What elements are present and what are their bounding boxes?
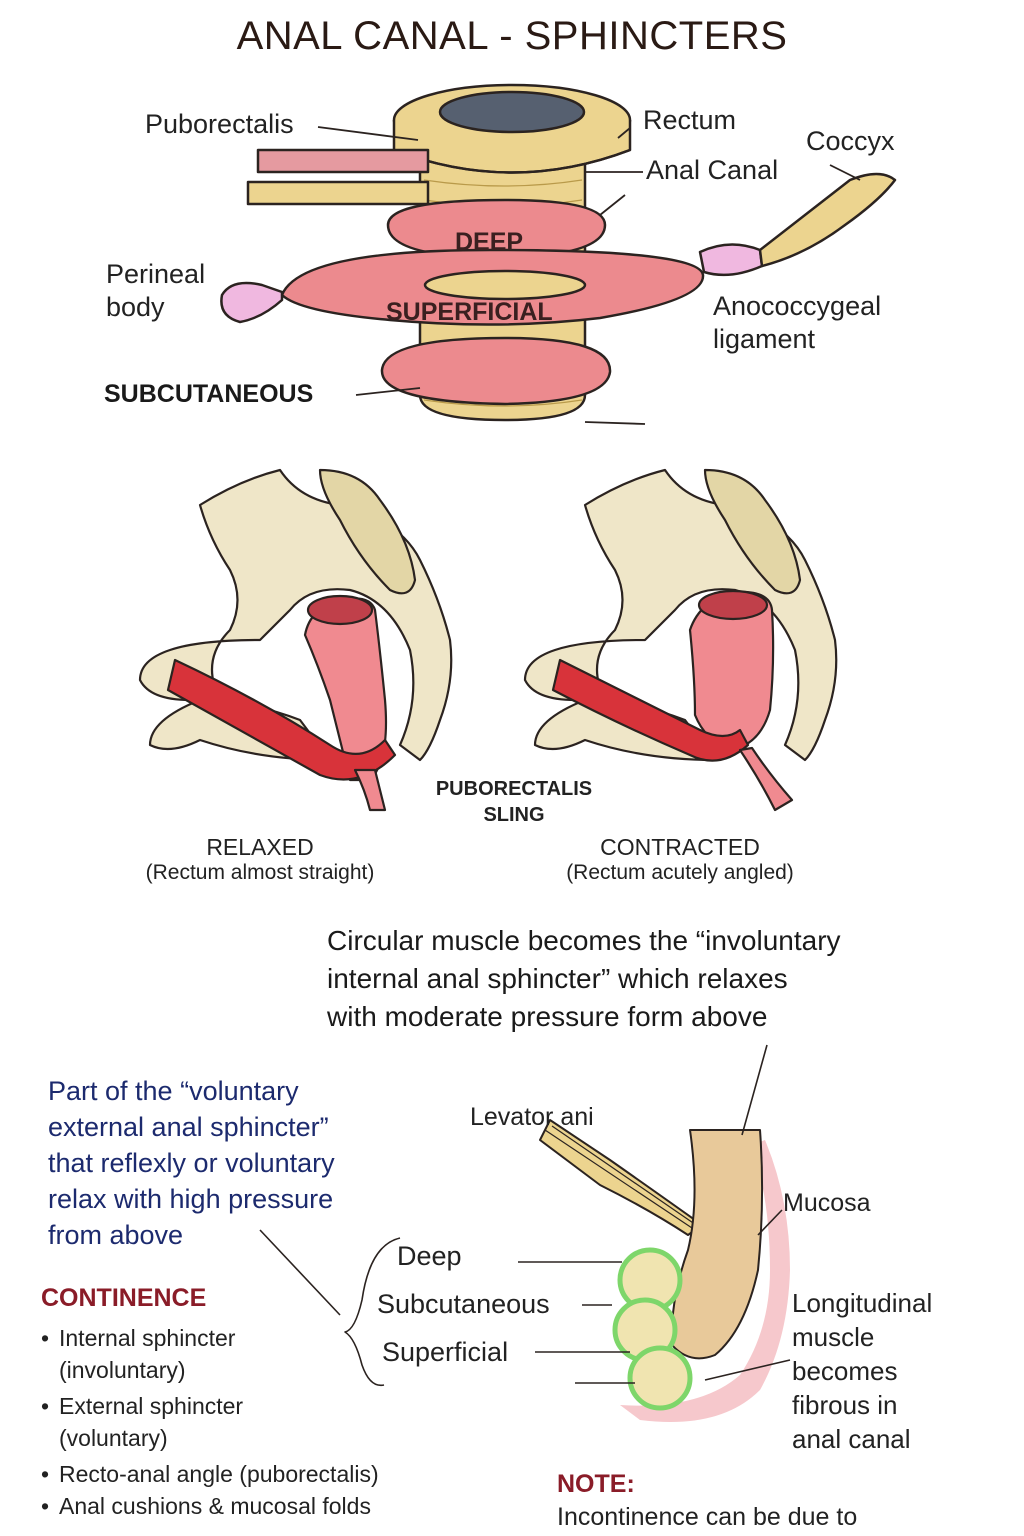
list-item: Recto-anal angle (puborectalis) [41, 1458, 461, 1490]
sphincter-circles [612, 1247, 693, 1411]
contracted-pelvis-bone [523, 468, 838, 762]
continence-list: Internal sphincter(involuntary) External… [41, 1322, 461, 1522]
perineal-body-label: Perineal body [106, 259, 206, 322]
anal-canal-label: Anal Canal [646, 155, 779, 185]
list-item: Anal cushions & mucosal folds [41, 1490, 461, 1522]
sphincter-cylinder-diagram [220, 83, 897, 425]
relaxed-sacrum [318, 468, 417, 595]
relaxed-caption: RELAXED (Rectum almost straight) [145, 834, 375, 884]
perineal-body [220, 281, 284, 324]
longitudinal-muscle-label: Longitudinal muscle becomes fibrous in a… [792, 1288, 933, 1454]
levator-ani-label: Levator ani [470, 1103, 594, 1131]
contracted-caption: CONTRACTED (Rectum acutely angled) [566, 834, 794, 884]
external-sphincter-note: Part of the “voluntary external anal sph… [48, 1076, 335, 1250]
note-heading: NOTE: [557, 1470, 635, 1498]
deep-band-label: DEEP [455, 228, 524, 256]
deep-label: Deep [397, 1241, 462, 1271]
subcutaneous-label-bottom: Subcutaneous [377, 1289, 550, 1319]
puborectalis-band-lower [246, 180, 430, 206]
contracted-sacrum [703, 468, 802, 595]
superficial-band-label: SUPERFICIAL [386, 298, 553, 326]
puborectalis-sling-label: PUBORECTALIS SLING [435, 778, 593, 826]
relaxed-puborectalis [166, 658, 397, 781]
puborectalis-band-upper [256, 148, 430, 174]
pelvis-relaxed-diagram [138, 468, 453, 812]
rectum-lumen [438, 90, 586, 134]
continence-heading: CONTINENCE [41, 1284, 207, 1312]
mucosa-label: Mucosa [783, 1189, 871, 1217]
circular-muscle-note: Circular muscle becomes the “involuntary… [327, 925, 841, 1032]
list-item: External sphincter(voluntary) [41, 1390, 461, 1454]
subcutaneous-sphincter-ring [380, 336, 612, 406]
page-title: ANAL CANAL - SPHINCTERS [236, 14, 788, 58]
list-item: Internal sphincter(involuntary) [41, 1322, 461, 1386]
coccyx-bone [758, 172, 897, 268]
anococcygeal-ligament-blob [698, 243, 764, 277]
rectum-label: Rectum [643, 105, 737, 135]
longitudinal-muscle [670, 1129, 764, 1360]
puborectalis-label: Puborectalis [145, 109, 294, 139]
subcutaneous-label: SUBCUTANEOUS [104, 380, 314, 408]
contracted-puborectalis [551, 658, 750, 762]
anococcygeal-ligament-label: Anococcygeal ligament [713, 291, 882, 354]
coccyx-label: Coccyx [806, 126, 895, 156]
relaxed-pelvis-bone [138, 468, 453, 762]
mucosa-strip [620, 1140, 790, 1422]
note-text: Incontinence can be due to [557, 1503, 858, 1531]
pelvis-contracted-diagram [523, 468, 838, 812]
superficial-circle [627, 1345, 693, 1411]
